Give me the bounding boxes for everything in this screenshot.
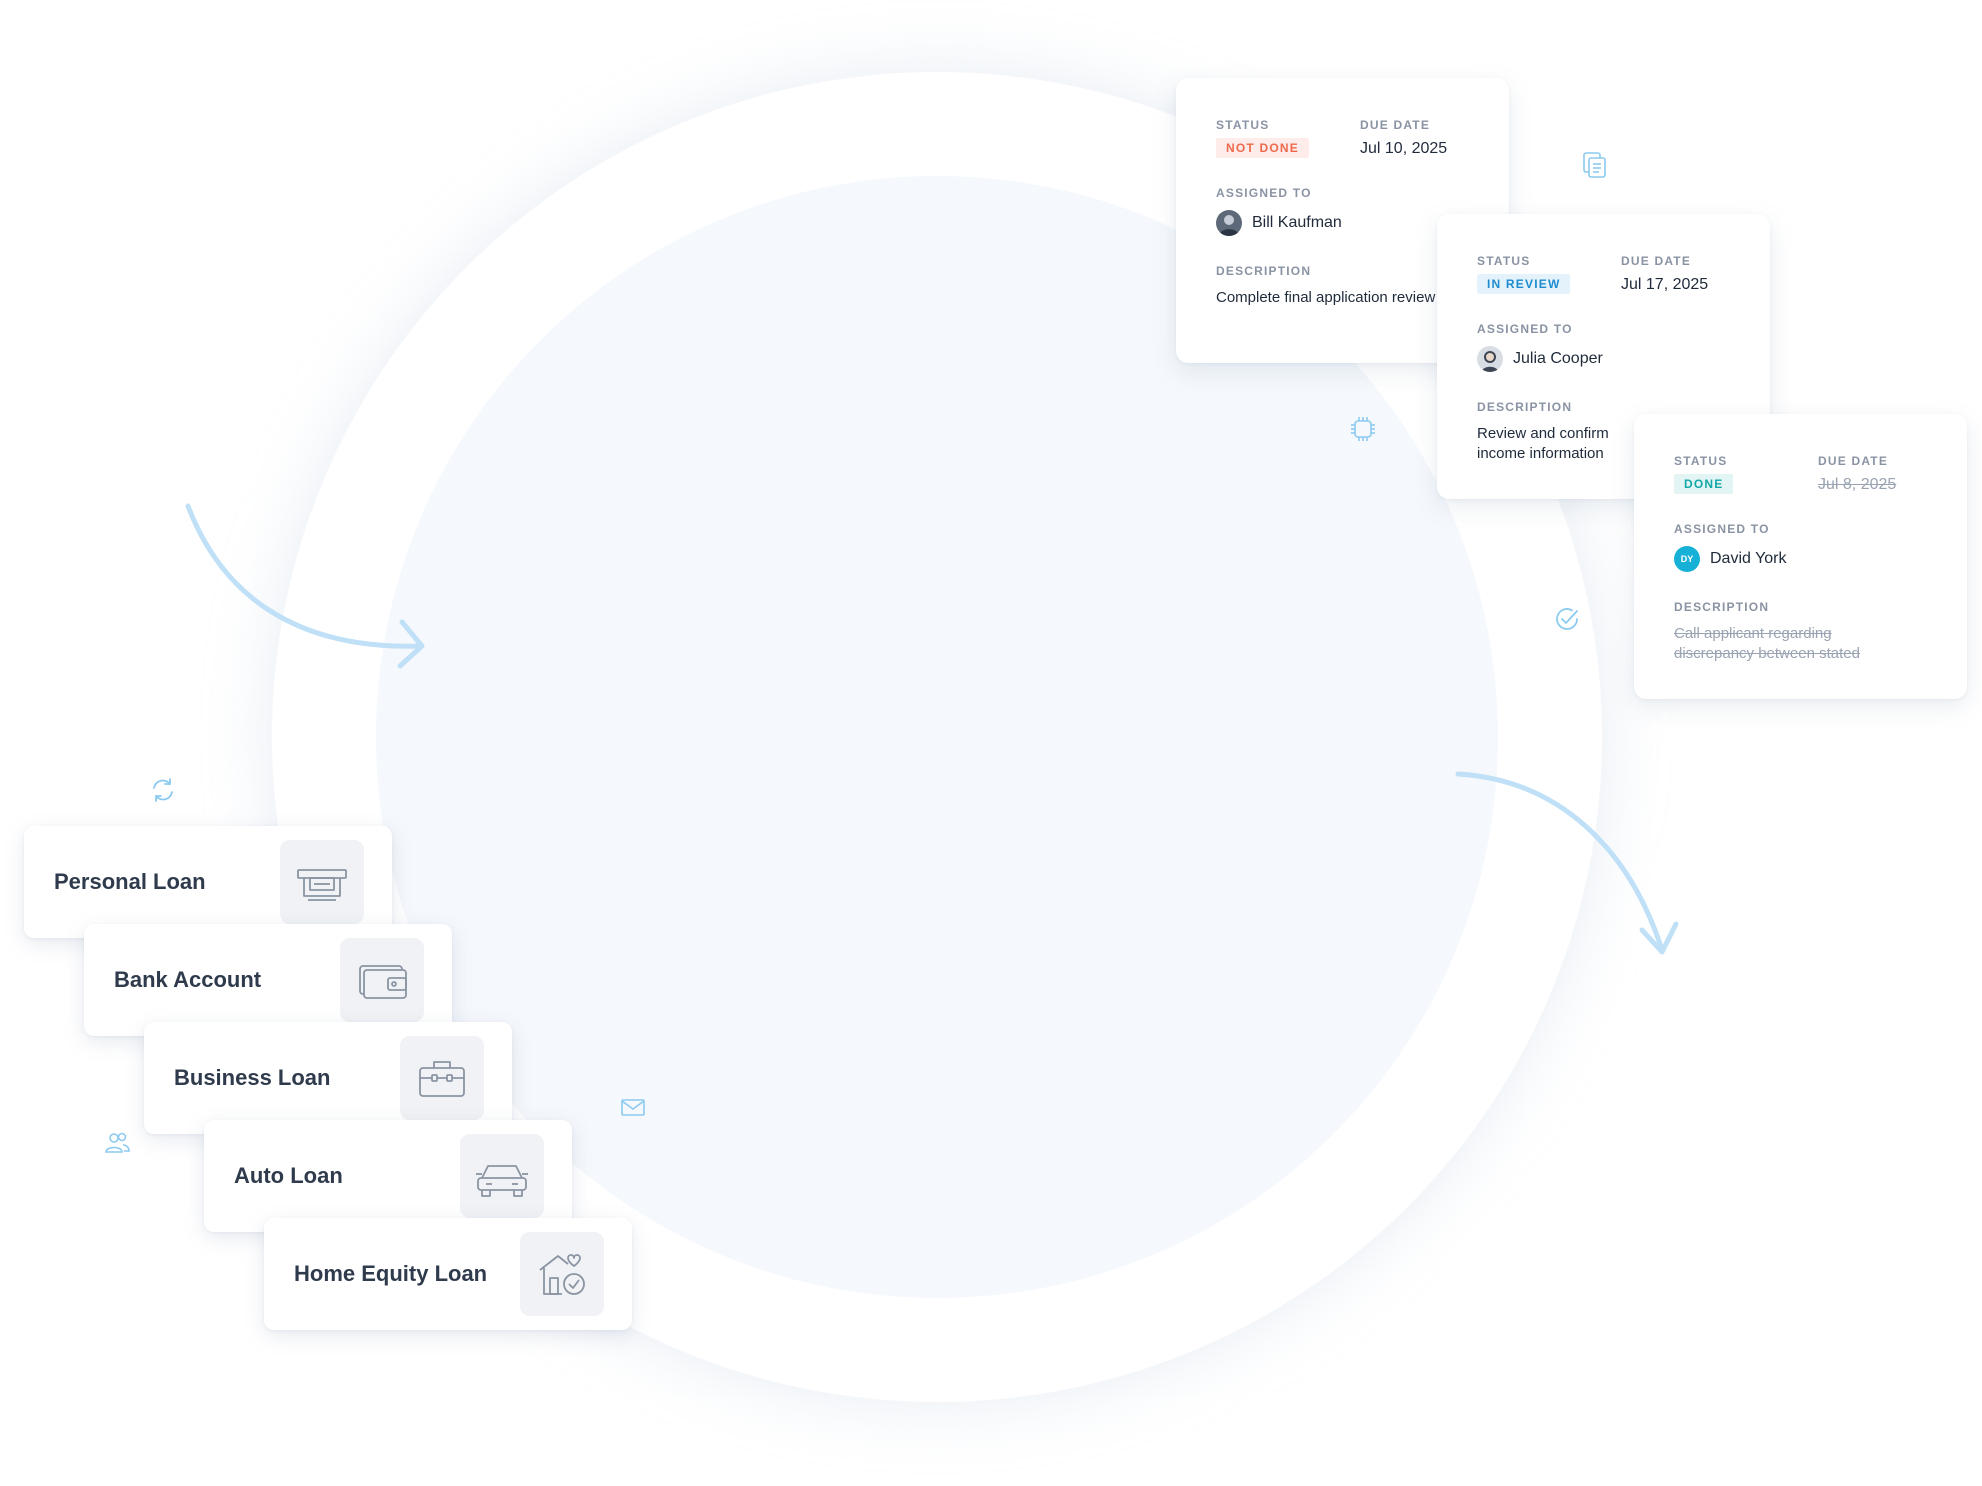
- description-label: DESCRIPTION: [1674, 600, 1770, 614]
- due-date: Jul 10, 2025: [1360, 140, 1448, 157]
- refresh-icon: [148, 775, 178, 805]
- avatar: [1477, 346, 1503, 372]
- status-badge: IN REVIEW: [1477, 274, 1571, 294]
- users-icon: [102, 1128, 132, 1158]
- loan-label: Home Equity Loan: [294, 1261, 488, 1286]
- assignee-name: Julia Cooper: [1513, 350, 1603, 367]
- status-label: STATUS: [1674, 454, 1728, 468]
- assigned-label: ASSIGNED TO: [1674, 522, 1770, 536]
- car-icon: [460, 1134, 544, 1218]
- loan-card-personal[interactable]: Personal Loan: [24, 826, 392, 938]
- description-label: DESCRIPTION: [1477, 400, 1573, 414]
- description-label: DESCRIPTION: [1216, 264, 1312, 278]
- due-date-label: DUE DATE: [1818, 454, 1889, 468]
- loan-card-bank-account[interactable]: Bank Account: [84, 924, 452, 1036]
- chip-icon: [1348, 414, 1378, 444]
- loan-label: Bank Account: [114, 967, 262, 992]
- loan-label: Personal Loan: [54, 869, 206, 894]
- loan-label: Auto Loan: [234, 1163, 343, 1188]
- task-description: Review and confirm income information: [1477, 425, 1609, 462]
- status-label: STATUS: [1477, 254, 1531, 268]
- task-card[interactable]: STATUS DONE DUE DATE Jul 8, 2025 ASSIGNE…: [1634, 414, 1967, 699]
- task-description: Complete final application review: [1216, 289, 1436, 306]
- assignee-name: Bill Kaufman: [1252, 214, 1342, 231]
- loan-card-business[interactable]: Business Loan: [144, 1022, 512, 1134]
- arrow-left: [185, 503, 425, 669]
- avatar: [1216, 210, 1242, 236]
- wallet-icon: [340, 938, 424, 1022]
- loan-card-auto[interactable]: Auto Loan: [204, 1120, 572, 1232]
- background-disc: [376, 176, 1498, 1298]
- task-description: Call applicant regarding discrepancy bet…: [1674, 625, 1860, 662]
- due-date: Jul 17, 2025: [1621, 276, 1709, 293]
- mail-icon: [618, 1092, 648, 1122]
- cash-icon: [280, 840, 364, 924]
- assigned-label: ASSIGNED TO: [1216, 186, 1312, 200]
- avatar: DY: [1674, 546, 1700, 572]
- loan-label: Business Loan: [174, 1065, 331, 1090]
- briefcase-icon: [400, 1036, 484, 1120]
- assigned-label: ASSIGNED TO: [1477, 322, 1573, 336]
- due-date-label: DUE DATE: [1621, 254, 1692, 268]
- documents-icon: [1580, 150, 1610, 180]
- assignee-name: David York: [1710, 550, 1787, 567]
- status-badge: DONE: [1674, 474, 1734, 494]
- check-circle-icon: [1552, 604, 1582, 634]
- due-date: Jul 8, 2025: [1818, 476, 1897, 493]
- arrow-right: [1455, 771, 1679, 955]
- home-check-icon: [520, 1232, 604, 1316]
- due-date-label: DUE DATE: [1360, 118, 1431, 132]
- status-badge: NOT DONE: [1216, 138, 1309, 158]
- status-label: STATUS: [1216, 118, 1270, 132]
- loan-card-home-equity[interactable]: Home Equity Loan: [264, 1218, 632, 1330]
